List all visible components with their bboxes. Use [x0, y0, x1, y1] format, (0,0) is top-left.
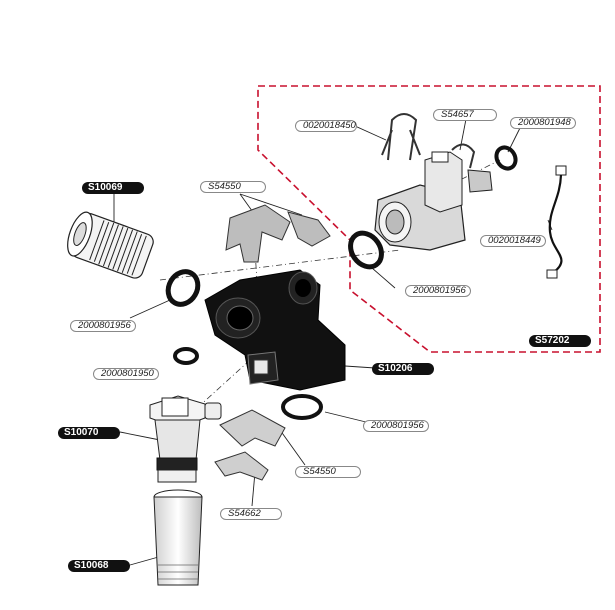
label-2000801956-lower: 2000801956 — [363, 420, 429, 432]
retaining-clip-top — [225, 204, 331, 263]
solenoid-valve-part — [374, 151, 493, 251]
filter-cartridge-part — [67, 211, 154, 279]
label-s10068: S10068 — [68, 560, 130, 572]
wire-clip-part — [451, 143, 476, 169]
label-s54550-lower: S54550 — [295, 466, 361, 478]
assembly-dashed-boundary — [257, 85, 601, 353]
spring-clip-part — [381, 113, 421, 161]
valve-body-part — [204, 269, 346, 391]
label-2000801950: 2000801950 — [93, 368, 159, 380]
label-2000801956-right: 2000801956 — [405, 285, 471, 297]
o-rings — [165, 145, 518, 420]
retaining-clip-small — [214, 451, 269, 481]
o-ring-right — [348, 230, 384, 270]
wire-harness-part — [546, 165, 567, 279]
label-s10069: S10069 — [82, 182, 144, 194]
o-ring-top — [494, 145, 518, 171]
label-2000801948: 2000801948 — [510, 117, 576, 129]
label-0020018449: 0020018449 — [480, 235, 546, 247]
label-s10206: S10206 — [372, 363, 434, 375]
sleeve-part — [153, 489, 203, 586]
o-ring-small — [173, 347, 199, 365]
label-s10070: S10070 — [58, 427, 120, 439]
label-s54657: S54657 — [433, 109, 497, 121]
label-s54662: S54662 — [220, 508, 282, 520]
o-ring-left — [165, 269, 201, 307]
retaining-clip-lower — [219, 409, 286, 447]
label-s54550-top: S54550 — [200, 181, 266, 193]
label-s57202: S57202 — [529, 335, 591, 347]
fitting-part — [149, 395, 222, 483]
label-2000801956-left: 2000801956 — [70, 320, 136, 332]
label-0020018450: 0020018450 — [295, 120, 357, 132]
o-ring-lower — [281, 394, 323, 420]
